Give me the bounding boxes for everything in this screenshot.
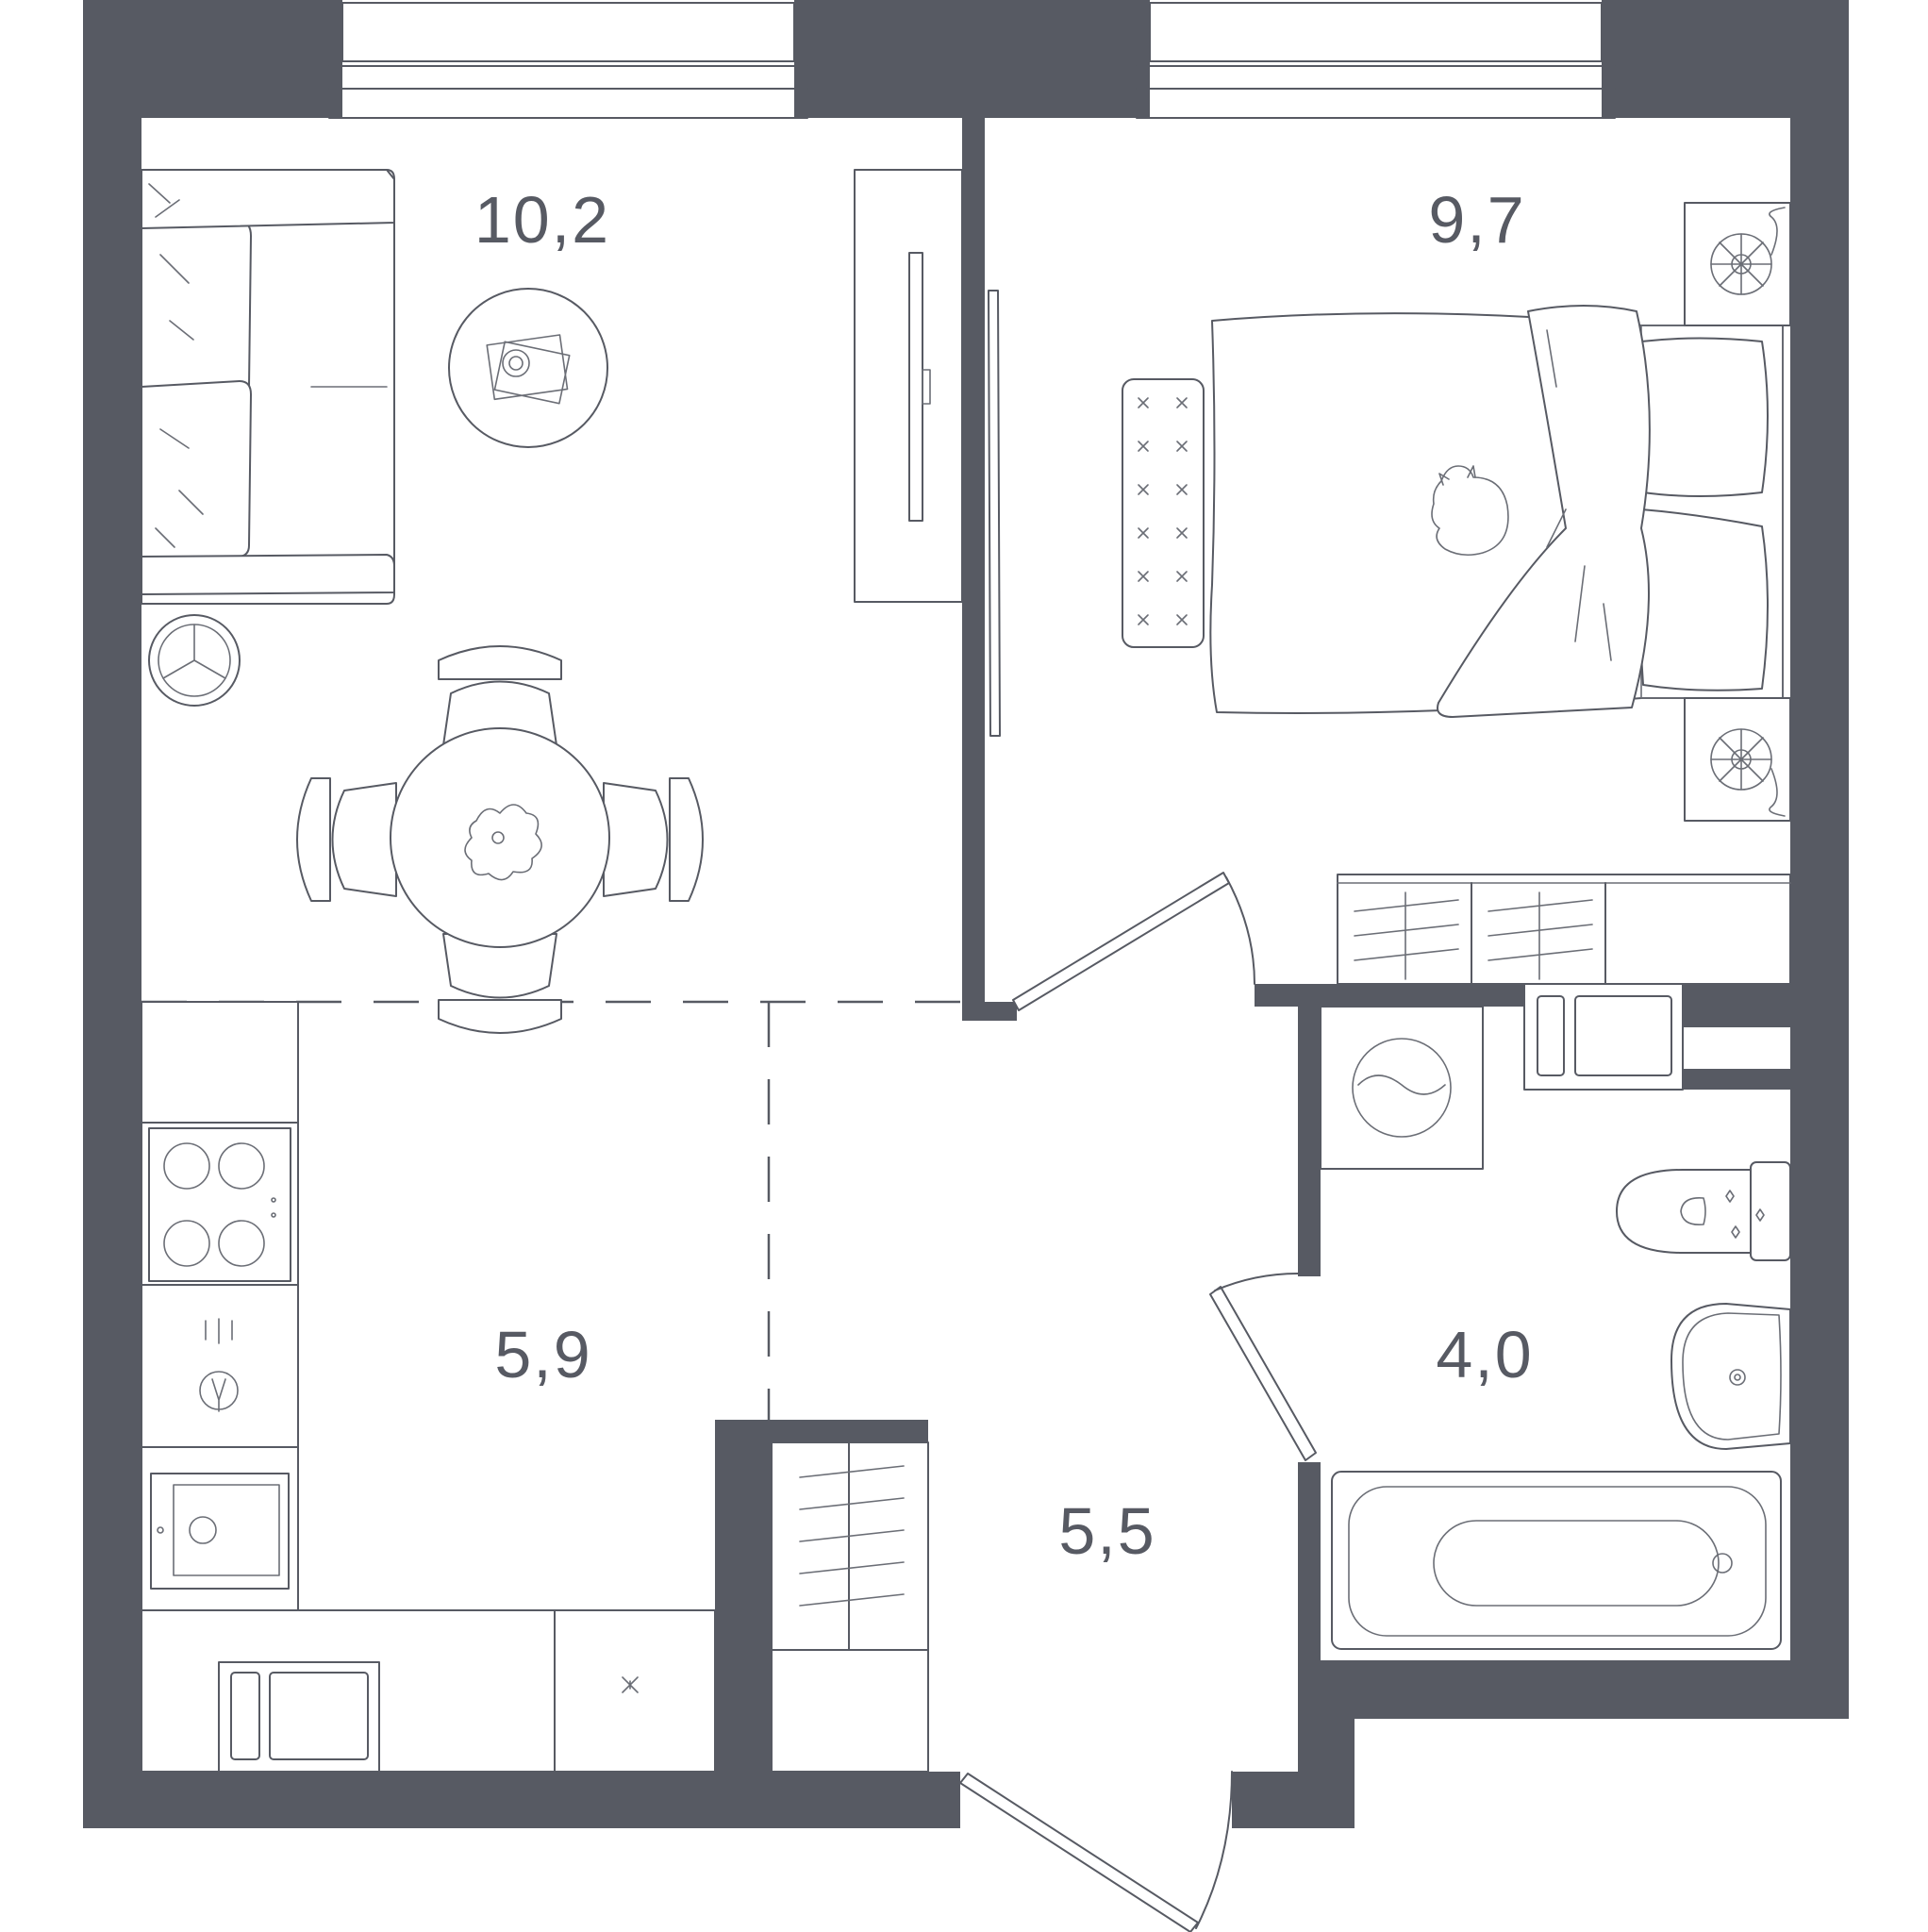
sink (150, 1473, 290, 1590)
bedroom-furniture (988, 202, 1791, 985)
bathroom-furniture (1320, 983, 1791, 1650)
living-furniture (141, 169, 963, 1034)
faucet (199, 1318, 239, 1412)
coffee-table (448, 288, 608, 448)
nightstand-bottom (1684, 697, 1791, 822)
floor-lamp (148, 614, 241, 707)
dining-set (296, 645, 704, 1034)
toilet (1616, 1161, 1791, 1261)
hallway-area: 5,5 (1058, 1494, 1155, 1568)
vent-box (1523, 983, 1684, 1091)
bedroom-area: 9,7 (1428, 183, 1525, 257)
washbasin (1670, 1303, 1791, 1450)
bedroom-door (1012, 872, 1255, 1011)
walls (83, 0, 1849, 1828)
hall-storage (771, 1441, 929, 1773)
nightstand-top (1684, 202, 1791, 326)
washing-machine (1320, 1006, 1484, 1170)
windows (328, 2, 1616, 119)
bedside-rug (1122, 378, 1205, 648)
kitchen-area: 5,9 (494, 1318, 591, 1391)
living-room-area: 10,2 (474, 183, 610, 257)
bedroom-wardrobe (1337, 874, 1791, 985)
sofa (141, 169, 395, 605)
entrance-door (959, 1771, 1233, 1932)
cooktop (148, 1127, 291, 1282)
kitchen-furniture (141, 1001, 716, 1773)
bed (1209, 305, 1784, 718)
bathtub (1331, 1471, 1782, 1650)
bathroom-area: 4,0 (1436, 1318, 1533, 1391)
cat (1431, 465, 1509, 557)
tv-stand (854, 169, 963, 603)
area-labels: 10,2 9,7 5,9 5,5 4,0 (474, 183, 1533, 1568)
fridge (218, 1661, 380, 1773)
doors (959, 872, 1317, 1932)
bathroom-door (1209, 1273, 1317, 1461)
